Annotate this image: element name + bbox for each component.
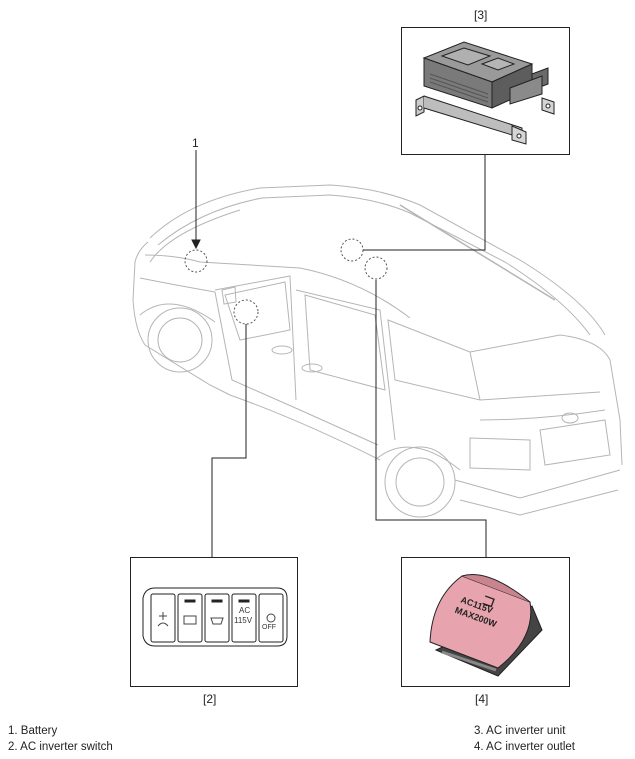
outlet-illustration bbox=[429, 574, 543, 677]
battery-location-marker bbox=[184, 249, 208, 273]
inverter-unit-illustration bbox=[415, 41, 555, 145]
inverter-unit-box bbox=[401, 27, 570, 155]
off-label: OFF bbox=[262, 624, 276, 631]
vehicle-outline bbox=[132, 184, 623, 518]
switch-panel-illustration bbox=[142, 587, 288, 647]
voltage-label: 115V bbox=[234, 616, 253, 625]
legend-item-inverter-switch: 2. AC inverter switch bbox=[8, 741, 113, 753]
switch-location-marker bbox=[233, 299, 259, 325]
legend-left: 1. Battery 2. AC inverter switch bbox=[8, 723, 113, 755]
outlet-location-marker bbox=[364, 256, 388, 280]
legend-right: 3. AC inverter unit 4. AC inverter outle… bbox=[474, 723, 575, 755]
legend-item-inverter-outlet: 4. AC inverter outlet bbox=[474, 741, 575, 753]
callout-1: 1 bbox=[192, 136, 199, 150]
ac-label: AC bbox=[239, 606, 251, 615]
location-markers bbox=[184, 238, 388, 325]
legend-item-battery: 1. Battery bbox=[8, 725, 58, 737]
callout-4: [4] bbox=[475, 692, 489, 706]
callout-3: [3] bbox=[474, 8, 488, 22]
leader-lines bbox=[191, 150, 487, 557]
inverter-switch-box: AC 115V OFF bbox=[130, 557, 298, 687]
inverter-outlet-box: ⊐ AC115V MAX200W bbox=[401, 557, 570, 687]
legend-item-inverter-unit: 3. AC inverter unit bbox=[474, 725, 566, 737]
callout-2: [2] bbox=[203, 692, 217, 706]
inverter-unit-location-marker bbox=[340, 238, 364, 262]
